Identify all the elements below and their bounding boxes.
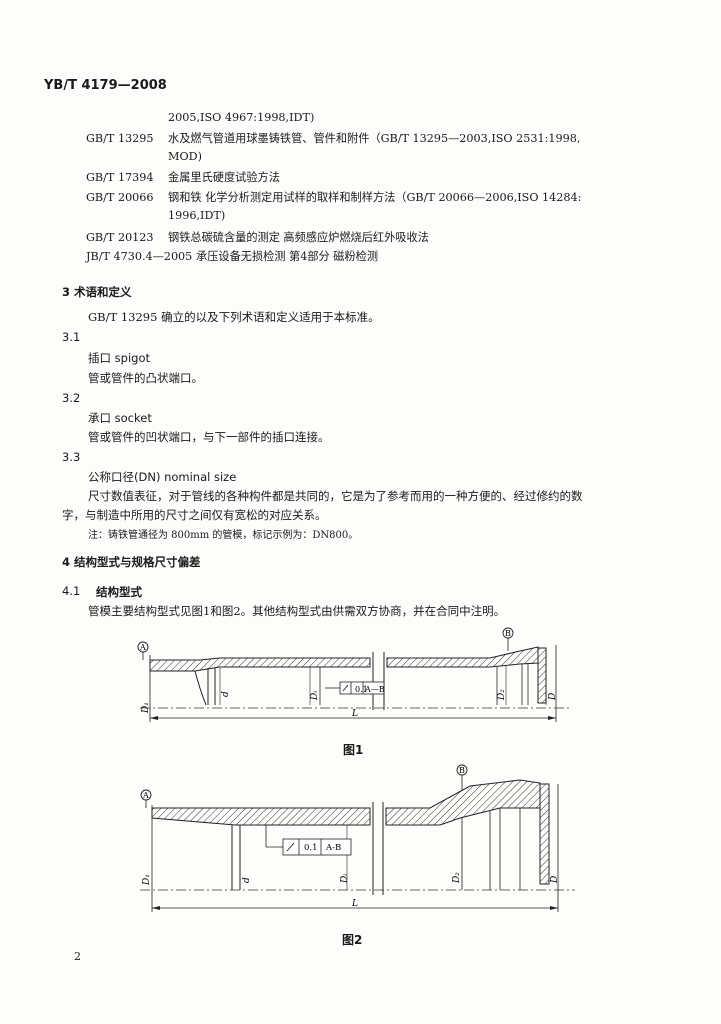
- term-number: 3.3: [62, 450, 81, 464]
- reference-title: 钢铁总碳硫含量的测定 高频感应炉燃烧后红外吸收法: [168, 231, 429, 244]
- term-number: 3.2: [62, 391, 81, 405]
- dim-d2: D₂: [452, 872, 462, 884]
- term-definition: 管或管件的凸状端口。: [88, 371, 203, 385]
- term-name: 承口 socket: [88, 411, 152, 425]
- reference-title-continued: MOD): [168, 150, 202, 163]
- term-definition-continued: 字，与制造中所用的尺寸之间仅有宽松的对应关系。: [62, 508, 327, 522]
- subsection-number: 4.1: [62, 584, 81, 598]
- dim-length: L: [351, 899, 358, 909]
- subsection-title: 结构型式: [96, 585, 142, 599]
- reference-continuation: 2005,ISO 4967:1998,IDT): [168, 111, 315, 124]
- dim-d1: D₁: [142, 874, 152, 886]
- datum-a-label: A: [139, 643, 146, 652]
- figure-1-caption: 图1: [343, 743, 364, 757]
- dim-d-outer: D: [550, 876, 560, 884]
- dim-length: L: [351, 709, 358, 719]
- dim-d: d: [221, 691, 231, 697]
- dim-d: d: [242, 877, 252, 883]
- tolerance-reference: A-B: [325, 843, 341, 853]
- section-intro: GB/T 13295 确立的以及下列术语和定义适用于本标准。: [88, 310, 380, 324]
- reference-code: GB/T 13295: [86, 132, 154, 145]
- figure-1-drawing: 0.1 A—B A B D₁ d Dᵢ D₂ D L: [137, 627, 570, 722]
- dim-di: Dᵢ: [310, 691, 320, 701]
- reference-title: 金属里氏硬度试验方法: [168, 171, 280, 184]
- reference-title-continued: 1996,IDT): [168, 209, 226, 222]
- term-name: 公称口径(DN) nominal size: [88, 470, 237, 484]
- tolerance-reference: A—B: [364, 685, 385, 694]
- reference-code: GB/T 20123: [86, 231, 154, 244]
- dim-d2: D₂: [497, 689, 507, 701]
- datum-b-label: B: [505, 629, 511, 638]
- reference-code: JB/T 4730.4—2005: [86, 250, 193, 263]
- reference-code: GB/T 20066: [86, 191, 154, 204]
- reference-code: GB/T 17394: [86, 171, 154, 184]
- standard-number: YB/T 4179—2008: [44, 78, 167, 93]
- datum-b-label: B: [459, 766, 465, 775]
- reference-title: 钢和铁 化学分析测定用试样的取样和制样方法（GB/T 20066—2006,IS…: [168, 191, 582, 204]
- subsection-paragraph: 管模主要结构型式见图1和图2。其他结构型式由供需双方协商，并在合同中注明。: [88, 604, 506, 618]
- term-definition: 尺寸数值表征，对于管线的各种构件都是共同的，它是为了参考而用的一种方便的、经过修…: [88, 489, 583, 503]
- section-heading: 3 术语和定义: [62, 285, 132, 299]
- tolerance-value: 0.1: [355, 685, 368, 694]
- section-heading: 4 结构型式与规格尺寸偏差: [62, 555, 201, 569]
- page-number: 2: [74, 950, 81, 963]
- dim-d-outer: D: [548, 693, 558, 701]
- dim-di: Dᵢ: [340, 874, 350, 884]
- term-name: 插口 spigot: [88, 351, 150, 365]
- tolerance-value: 0.1: [304, 843, 318, 853]
- dim-d1: D₁: [141, 702, 151, 714]
- figure-2-drawing: 0.1 A-B A B D₁ d Dᵢ D₂ D L: [140, 764, 575, 912]
- term-number: 3.1: [62, 330, 81, 344]
- figure-2-caption: 图2: [342, 933, 363, 947]
- datum-a-label: A: [142, 791, 149, 800]
- reference-title: 承压设备无损检测 第4部分 磁粉检测: [196, 250, 379, 263]
- term-definition: 管或管件的凹状端口，与下一部件的插口连接。: [88, 430, 330, 444]
- term-note: 注：铸铁管通径为 800mm 的管模，标记示例为：DN800。: [88, 530, 359, 541]
- reference-title: 水及燃气管道用球墨铸铁管、管件和附件（GB/T 13295—2003,ISO 2…: [168, 132, 581, 145]
